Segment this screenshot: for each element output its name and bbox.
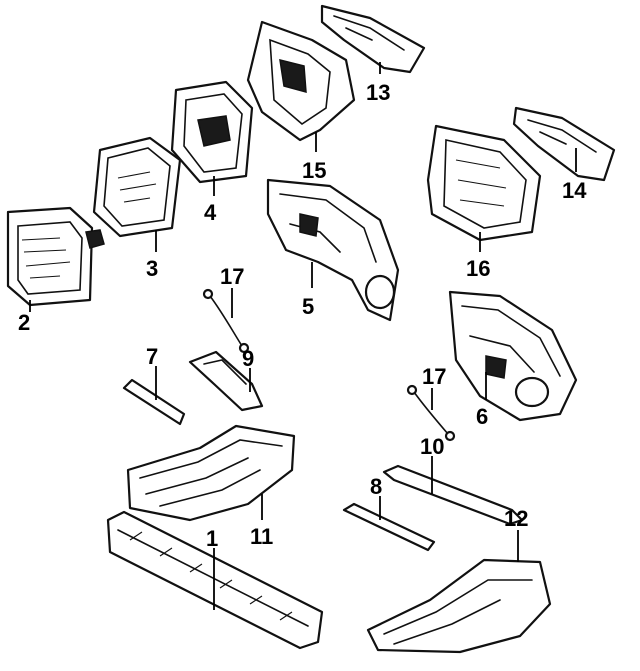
- bracket-9-part: [188, 350, 264, 412]
- radiator-support-right-part: [426, 124, 542, 242]
- splash-shield-12-part: [366, 558, 552, 654]
- leader-lines: [29, 62, 577, 610]
- callout-8: 8: [370, 474, 382, 499]
- callout-1: 1: [206, 526, 218, 551]
- callout-6: 6: [476, 404, 488, 429]
- headlamp-part: [6, 206, 105, 307]
- bar-10-part: [382, 464, 524, 526]
- bracket-13-part: [320, 4, 426, 74]
- splash-shield-11-part: [126, 424, 296, 522]
- callout-10: 10: [420, 434, 444, 459]
- callout-17b: 17: [422, 364, 446, 389]
- headlamp-housing-part: [170, 80, 254, 184]
- callout-13: 13: [366, 80, 390, 105]
- lower-valance-1-part: [106, 510, 324, 650]
- reinforcement-8-part: [342, 502, 436, 552]
- wire-harness-17-left-part: [202, 288, 250, 354]
- callout-16: 16: [466, 256, 490, 281]
- callout-4: 4: [204, 200, 217, 225]
- callout-15: 15: [302, 158, 326, 183]
- inner-apron-left-part: [266, 178, 400, 322]
- callout-5: 5: [302, 294, 314, 319]
- callout-9: 9: [242, 346, 254, 371]
- callout-11: 11: [250, 524, 273, 549]
- inner-apron-right-part: [448, 290, 578, 422]
- callout-7: 7: [146, 344, 158, 369]
- wire-harness-17-right-part: [406, 384, 456, 442]
- callout-3: 3: [146, 256, 158, 281]
- callout-labels: 2 3 4 15 13 5 16 14 6 17 9 7 17 10 8 11 …: [18, 80, 587, 551]
- callout-12: 12: [504, 506, 528, 531]
- callout-17a: 17: [220, 264, 244, 289]
- callout-14: 14: [562, 178, 587, 203]
- bracket-14-part: [512, 106, 616, 182]
- headlamp-bezel-part: [92, 136, 182, 238]
- reinforcement-7-part: [122, 378, 186, 426]
- callout-2: 2: [18, 310, 30, 335]
- radiator-support-upper-part: [246, 20, 356, 142]
